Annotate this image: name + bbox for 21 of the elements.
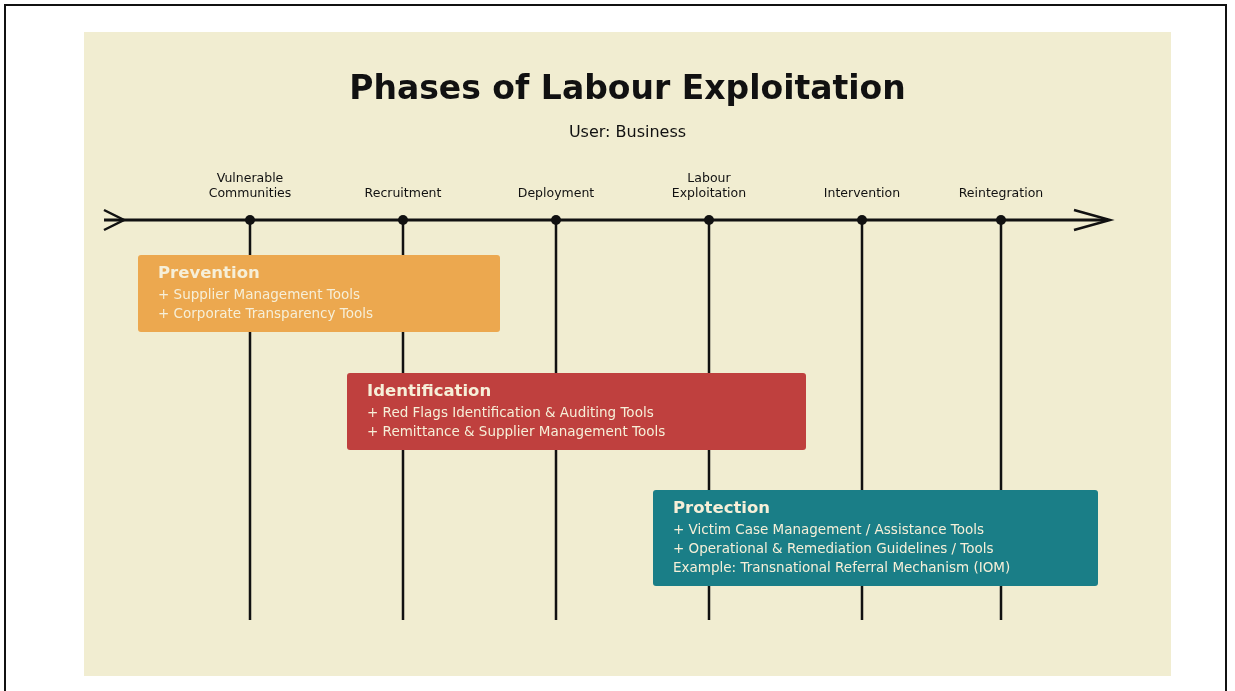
phase-box (138, 255, 500, 332)
box-heading: Protection (673, 498, 772, 517)
box-text: + Supplier Management Tools (158, 285, 361, 304)
box-text: Example: Transnational Referral Mechanism (IOM) (673, 558, 1012, 577)
subtitle: User: Business (567, 122, 688, 141)
box-text: + Corporate Transparency Tools (158, 304, 374, 323)
phase-box (653, 490, 1098, 586)
box-text: + Remittance & Supplier Management Tools (367, 422, 667, 441)
box-heading: Prevention (158, 263, 261, 282)
box-heading: Identification (367, 381, 493, 400)
phase-box (347, 373, 806, 450)
diagram-title: Phases of Labour Exploitation (348, 68, 907, 107)
box-text: + Operational & Remediation Guidelines / Tools (673, 539, 995, 558)
phase-label: Vulnerable Communities (207, 170, 293, 200)
phase-label: Recruitment (363, 185, 443, 200)
phase-label: Intervention (822, 185, 902, 200)
phase-label: Deployment (516, 185, 596, 200)
box-text: + Red Flags Identification & Auditing Tools (367, 403, 655, 422)
phase-label: Labour Exploitation (670, 170, 748, 200)
phase-label: Reintegration (957, 185, 1045, 200)
box-text: + Victim Case Management / Assistance Tools (673, 520, 986, 539)
